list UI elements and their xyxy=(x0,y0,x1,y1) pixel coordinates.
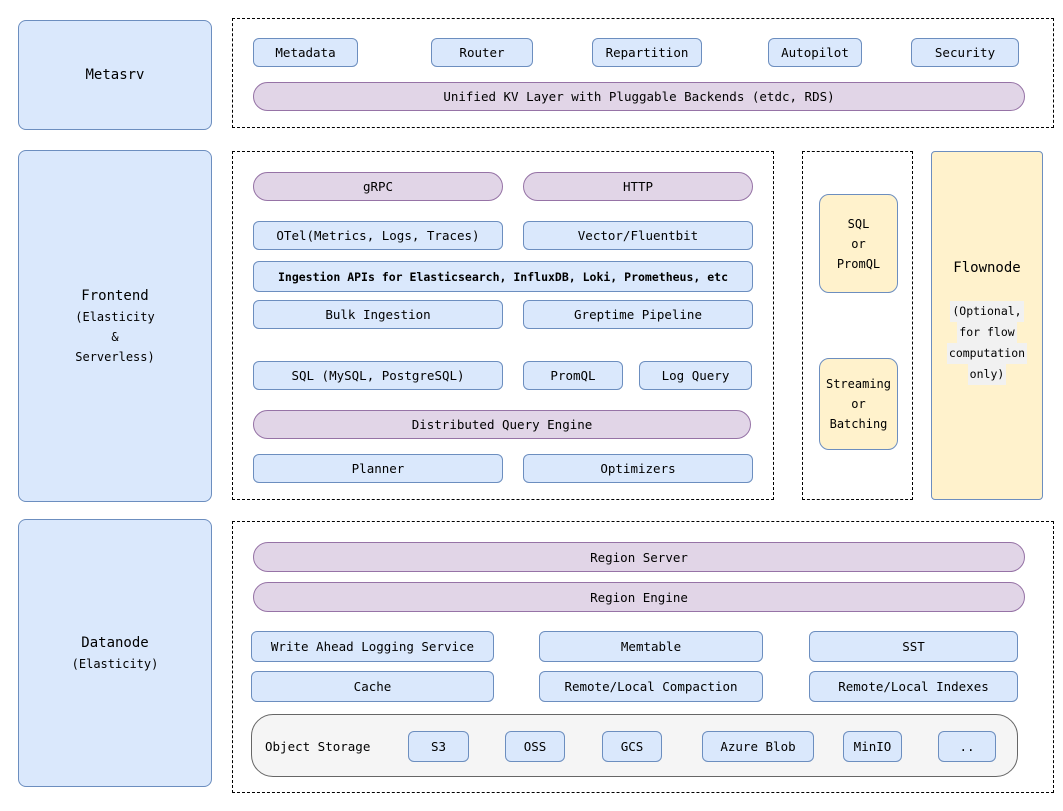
storage-oss-box: OSS xyxy=(505,731,565,762)
distributed-query-engine-label: Distributed Query Engine xyxy=(411,417,593,432)
autopilot-label: Autopilot xyxy=(781,45,849,60)
object-storage-label: Object Storage xyxy=(265,739,371,754)
region-server-label: Region Server xyxy=(590,549,688,565)
flownode-note-line2: for flow xyxy=(957,322,1017,343)
storage-other-label: .. xyxy=(959,739,975,754)
oss-label: OSS xyxy=(523,739,547,754)
optimizers-box: Optimizers xyxy=(523,454,753,483)
region-engine-label: Region Engine xyxy=(590,589,688,605)
sql-or-promql-box: SQL or PromQL xyxy=(819,194,898,293)
flownode-note-line3: computation xyxy=(946,343,1028,364)
streaming-or-batching-box: Streaming or Batching xyxy=(819,358,898,450)
azure-blob-label: Azure Blob xyxy=(720,739,796,754)
planner-box: Planner xyxy=(253,454,503,483)
http-label: HTTP xyxy=(622,179,654,194)
metasrv-service-security: Security xyxy=(911,38,1019,67)
frontend-label-box: Frontend (Elasticity & Serverless) xyxy=(18,150,212,502)
unified-kv-layer: Unified KV Layer with Pluggable Backends… xyxy=(253,82,1025,111)
otel-box: OTel(Metrics, Logs, Traces) xyxy=(253,221,503,250)
storage-minio-box: MinIO xyxy=(843,731,902,762)
log-query-box: Log Query xyxy=(639,361,752,390)
optimizers-label: Optimizers xyxy=(600,461,676,476)
compaction-label: Remote/Local Compaction xyxy=(564,679,738,694)
compaction-box: Remote/Local Compaction xyxy=(539,671,763,702)
bulk-ingestion-label: Bulk Ingestion xyxy=(325,307,431,322)
http-box: HTTP xyxy=(523,172,753,201)
streaming-line1: Streaming xyxy=(825,377,892,391)
repartition-label: Repartition xyxy=(605,45,689,60)
flownode-box: Flownode (Optional, for flow computation… xyxy=(931,151,1043,500)
metasrv-label: Metasrv xyxy=(85,67,145,83)
datanode-container: Region Server Region Engine Write Ahead … xyxy=(232,521,1054,793)
flownode-label: Flownode xyxy=(953,260,1021,276)
metasrv-service-metadata: Metadata xyxy=(253,38,358,67)
object-storage-container: Object Storage S3 OSS GCS Azure Blob Min… xyxy=(251,714,1018,777)
storage-gcs-box: GCS xyxy=(602,731,662,762)
grpc-box: gRPC xyxy=(253,172,503,201)
security-label: Security xyxy=(934,45,996,60)
metasrv-service-repartition: Repartition xyxy=(592,38,702,67)
sql-or-promql-line1: SQL xyxy=(847,216,870,231)
otel-label: OTel(Metrics, Logs, Traces) xyxy=(276,228,480,243)
datanode-label: Datanode xyxy=(81,635,149,651)
sql-label: SQL (MySQL, PostgreSQL) xyxy=(291,368,465,383)
datanode-label-box: Datanode (Elasticity) xyxy=(18,519,212,787)
cache-box: Cache xyxy=(251,671,494,702)
frontend-label: Frontend xyxy=(81,288,149,304)
frontend-container: gRPC HTTP OTel(Metrics, Logs, Traces) Ve… xyxy=(232,151,774,500)
sql-or-promql-line3: PromQL xyxy=(836,256,881,271)
metasrv-container: Metadata Router Repartition Autopilot Se… xyxy=(232,18,1054,128)
flow-query-container: SQL or PromQL Streaming or Batching xyxy=(802,151,913,500)
region-server-box: Region Server xyxy=(253,542,1025,572)
frontend-sublabel-line2: & xyxy=(111,330,119,344)
minio-label: MinIO xyxy=(853,739,892,754)
frontend-sublabel-line1: (Elasticity xyxy=(75,310,155,324)
region-engine-box: Region Engine xyxy=(253,582,1025,612)
wal-label: Write Ahead Logging Service xyxy=(270,639,475,654)
router-label: Router xyxy=(459,45,505,60)
sql-box: SQL (MySQL, PostgreSQL) xyxy=(253,361,503,390)
grpc-label: gRPC xyxy=(362,179,394,194)
ingestion-apis-label: Ingestion APIs for Elasticsearch, Influx… xyxy=(277,269,729,284)
log-query-label: Log Query xyxy=(661,368,730,383)
flownode-note-line4: only) xyxy=(967,364,1007,385)
distributed-query-engine-box: Distributed Query Engine xyxy=(253,410,751,439)
storage-azure-blob-box: Azure Blob xyxy=(702,731,814,762)
streaming-line2: or xyxy=(851,397,866,411)
datanode-sublabel: (Elasticity) xyxy=(71,657,159,671)
metasrv-service-router: Router xyxy=(431,38,533,67)
metasrv-label-box: Metasrv xyxy=(18,20,212,130)
gcs-label: GCS xyxy=(620,739,644,754)
indexes-box: Remote/Local Indexes xyxy=(809,671,1018,702)
memtable-label: Memtable xyxy=(620,639,682,654)
metasrv-service-autopilot: Autopilot xyxy=(768,38,862,67)
ingestion-apis-box: Ingestion APIs for Elasticsearch, Influx… xyxy=(253,261,753,292)
bulk-ingestion-box: Bulk Ingestion xyxy=(253,300,503,329)
streaming-line3: Batching xyxy=(829,417,888,431)
greptime-pipeline-label: Greptime Pipeline xyxy=(574,307,702,322)
planner-label: Planner xyxy=(351,461,405,476)
promql-label: PromQL xyxy=(550,368,596,383)
unified-kv-layer-label: Unified KV Layer with Pluggable Backends… xyxy=(443,89,835,104)
frontend-sublabel-line3: Serverless) xyxy=(75,350,155,364)
flownode-note-line1: (Optional, xyxy=(950,301,1024,322)
memtable-box: Memtable xyxy=(539,631,763,662)
wal-box: Write Ahead Logging Service xyxy=(251,631,494,662)
storage-s3-box: S3 xyxy=(408,731,469,762)
sql-or-promql-line2: or xyxy=(851,236,866,251)
sst-box: SST xyxy=(809,631,1018,662)
indexes-label: Remote/Local Indexes xyxy=(838,679,989,694)
vector-fluentbit-label: Vector/Fluentbit xyxy=(577,228,699,243)
greptime-pipeline-box: Greptime Pipeline xyxy=(523,300,753,329)
cache-label: Cache xyxy=(353,679,392,694)
promql-box: PromQL xyxy=(523,361,623,390)
s3-label: S3 xyxy=(430,739,447,754)
vector-fluentbit-box: Vector/Fluentbit xyxy=(523,221,753,250)
metadata-label: Metadata xyxy=(275,45,336,60)
sst-label: SST xyxy=(902,639,925,654)
storage-other-box: .. xyxy=(938,731,996,762)
